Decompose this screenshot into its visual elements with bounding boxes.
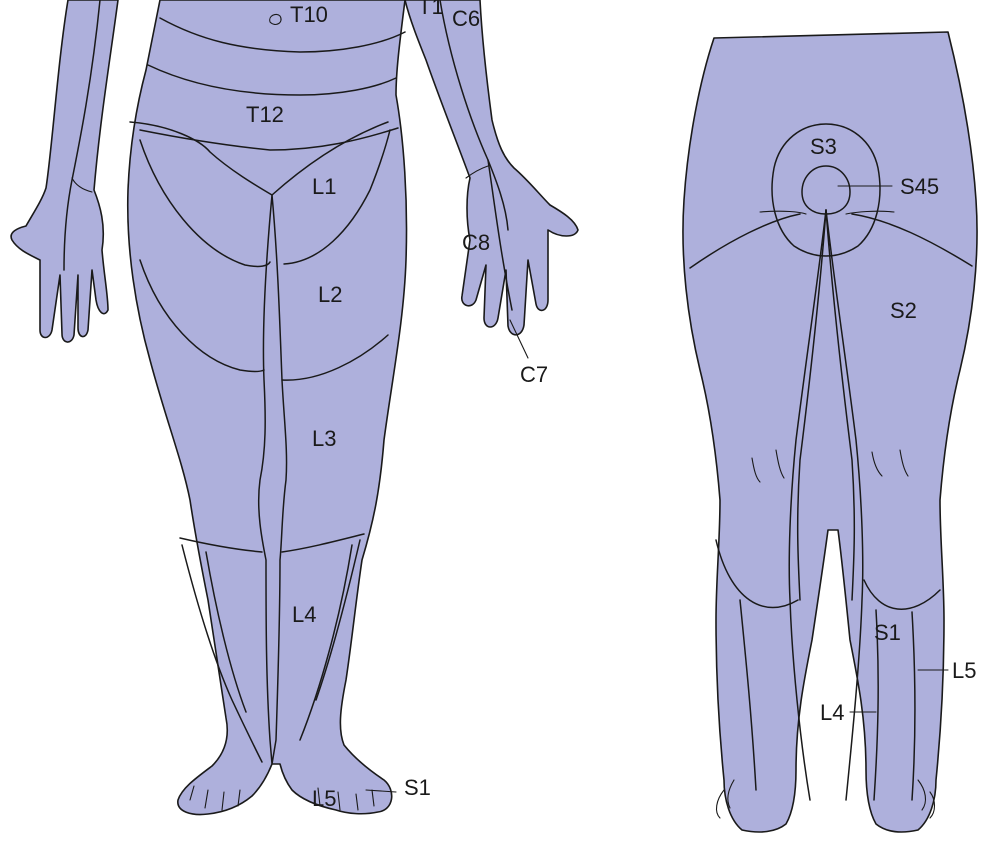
- label-l4: L4: [292, 602, 316, 627]
- label-s1-back: S1: [874, 620, 901, 645]
- label-l5-back: L5: [952, 658, 976, 683]
- label-s3: S3: [810, 134, 837, 159]
- label-c7: C7: [520, 362, 548, 387]
- back-view: S3 S45 S2 S1 L5 L4: [683, 32, 977, 832]
- front-view: T10 T1 C6 T12 L1 C8 L2 C7 L3 L4 L5 S1: [11, 0, 578, 814]
- label-t12: T12: [246, 102, 284, 127]
- label-l4-back: L4: [820, 700, 844, 725]
- label-t10: T10: [290, 2, 328, 27]
- label-l2: L2: [318, 282, 342, 307]
- label-l3: L3: [312, 426, 336, 451]
- label-t1: T1: [418, 0, 444, 19]
- label-l1: L1: [312, 174, 336, 199]
- label-c6: C6: [452, 6, 480, 31]
- label-s2: S2: [890, 298, 917, 323]
- label-s1-front: S1: [404, 775, 431, 800]
- label-c8: C8: [462, 230, 490, 255]
- front-left-arm: [11, 0, 118, 342]
- label-s45: S45: [900, 174, 939, 199]
- label-l5: L5: [312, 786, 336, 811]
